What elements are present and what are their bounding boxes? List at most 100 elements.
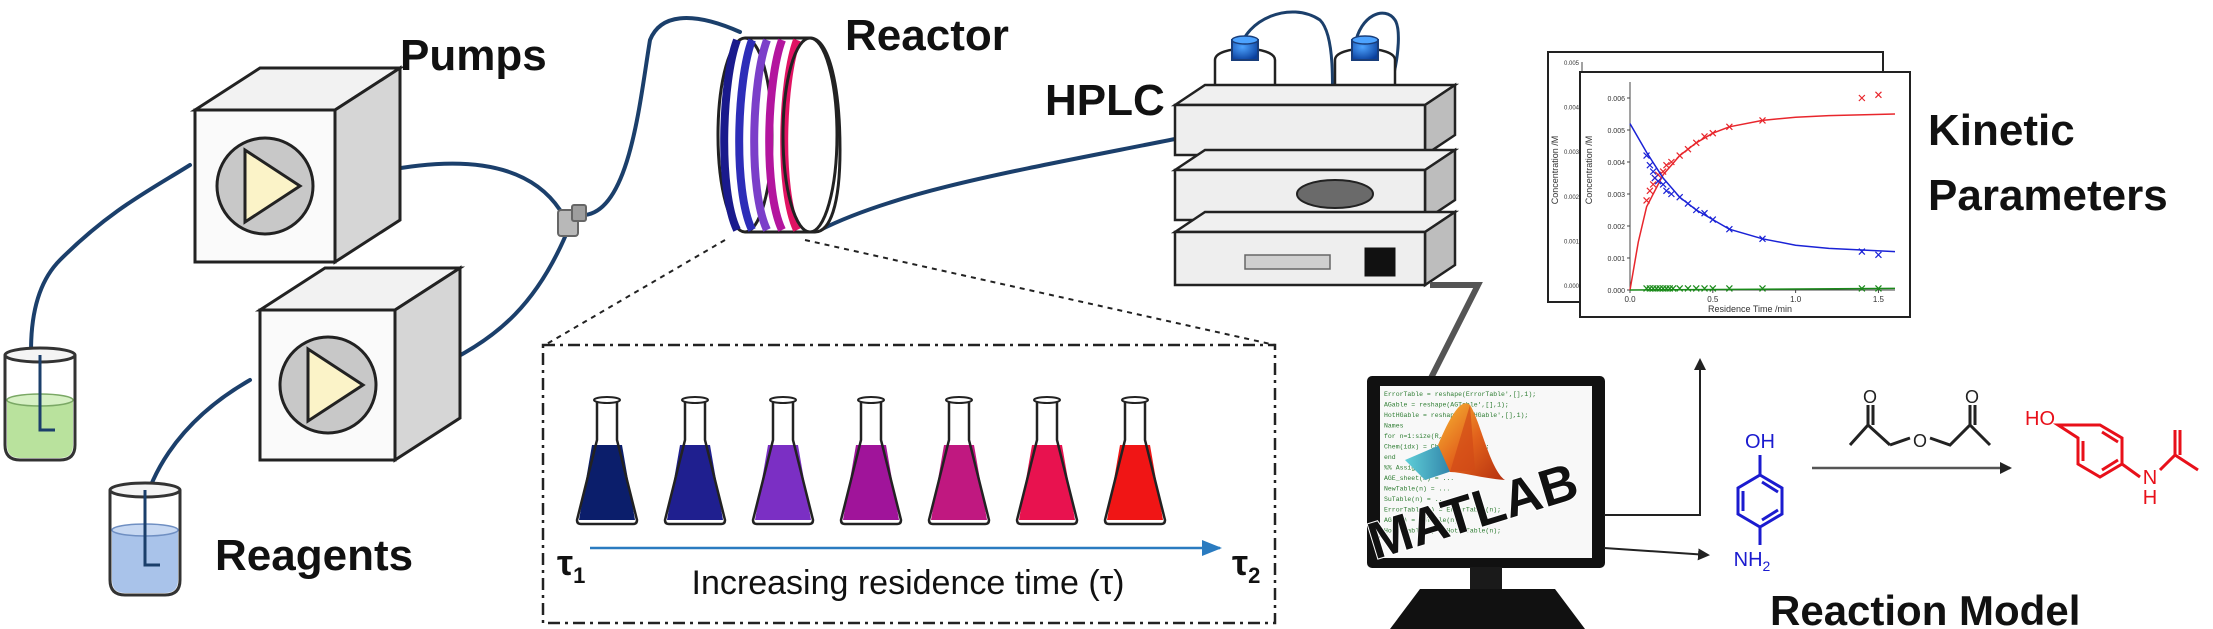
reactant-molecule [1736,455,1784,545]
flask-rim [769,396,797,404]
arrow-to-chart [1604,358,1706,516]
data-point [1692,139,1700,147]
code-line: ErrorTable(n) = ErrorTable(n); [1384,507,1501,514]
zoom-lines [544,239,1276,346]
data-point [1701,209,1708,217]
anhydride-o-right: O [1965,387,1979,407]
flask-outline [751,400,815,526]
y-tick-label: 0.001 [1607,256,1625,263]
code-line: Names [1384,423,1404,430]
chart-front-panel [1579,71,1911,318]
product-h-label: H [2143,487,2157,509]
hplc-instrument [1170,35,1460,288]
x-tick-label: 1.0 [1790,295,1802,304]
data-point [1725,225,1733,233]
flask-liquid [1107,445,1163,520]
x-tick-label: 1.5 [1873,295,1885,304]
data-point [1646,161,1654,169]
flask [663,396,727,526]
tau2-label: τ2 [1232,542,1260,588]
computer-monitor: ErrorTable = reshape(ErrorTable',[],1);A… [1360,376,1605,629]
flask-liquid [1019,445,1075,520]
y-tick-label: 0.003 [1607,192,1625,199]
matlab-logo [1405,403,1505,480]
product-molecule [2052,423,2199,479]
hplc-bottle-2 [1333,35,1397,97]
pump-2 [254,265,466,463]
flask-outline [1015,400,1079,526]
reaction-model-label: Reaction Model [1770,587,2080,629]
flask-rim [681,396,709,404]
code-line: end [1384,454,1396,461]
data-point [1759,284,1766,292]
back-y-tick-label: 0.000 [1564,284,1580,290]
y-tick-label: 0.000 [1607,288,1625,295]
data-point [1709,129,1717,137]
back-y-tick-label: 0.002 [1564,195,1580,201]
arrow-to-reaction [1603,547,1710,561]
flask [1015,396,1079,526]
product-n-label: N [2143,467,2157,489]
reactant-oh-label: OH [1745,431,1775,453]
data-point [1725,284,1733,292]
hplc-bottle-1 [1213,35,1277,97]
residence-time-caption: Increasing residence time (τ) [692,564,1125,602]
y-tick-label: 0.002 [1607,224,1625,231]
data-point [1692,206,1700,214]
code-line: AGable = reshape(AGTable',[],1); [1384,402,1509,409]
pumps-label: Pumps [400,31,547,80]
flask-rim [945,396,973,404]
anhydride-o-left: O [1863,387,1877,407]
flask [575,396,639,526]
data-point [1701,284,1708,292]
flask-rim [857,396,885,404]
code-line: end [1384,538,1396,545]
code-line: NewTable(n) = ... [1384,486,1450,493]
data-point [1643,196,1650,204]
data-point [1663,187,1670,195]
flask-outline [839,400,903,526]
tau1-label: τ1 [557,542,585,588]
back-chart-ylabel: Concentration /M [1550,136,1560,205]
pump-1 [189,65,406,265]
back-y-tick-label: 0.003 [1564,150,1580,156]
data-point [1643,152,1650,160]
flask-outline [927,400,991,526]
flask-liquid [667,445,723,520]
data-point [1649,180,1657,188]
data-point [1701,132,1708,140]
y-tick-label: 0.006 [1607,96,1625,103]
flask-rim [593,396,621,404]
flask-rim [1033,396,1061,404]
data-point [1649,168,1657,176]
data-point [1667,158,1675,166]
reagent-beaker-2 [108,481,182,597]
x-tick-label: 0.0 [1624,295,1636,304]
data-point [1646,187,1654,195]
reactant-nh2-label: NH2 [1734,549,1771,574]
reagent-beaker-1 [3,346,77,462]
mixer-fitting [557,204,587,237]
data-point [1684,145,1692,153]
back-y-tick-label: 0.005 [1564,61,1580,67]
tube-mixer-reactor [583,16,742,217]
data-point [1676,193,1684,201]
reactor-coil [716,36,842,234]
code-line: AGT(n) = AGTable(n); [1384,517,1462,524]
tube-reactor-hplc [818,136,1182,232]
y-tick-label: 0.005 [1607,128,1625,135]
chart-plot-area [1629,91,1896,292]
chart-ylabel: Concentration /M [1584,136,1594,205]
residence-time-panel: τ1 τ2 Increasing residence time (τ) [541,343,1277,625]
data-point [1759,116,1766,124]
kinetic-label-line2: Parameters [1928,171,2168,220]
flask-outline [1103,400,1167,526]
y-tick-label: 0.004 [1607,160,1625,167]
data-point [1667,190,1675,198]
data-point [1663,161,1670,169]
chart-xlabel: Residence Time /min [1708,304,1792,314]
data-point [1858,284,1866,292]
hplc-matlab-cable [1427,282,1483,382]
data-point [1654,177,1662,185]
